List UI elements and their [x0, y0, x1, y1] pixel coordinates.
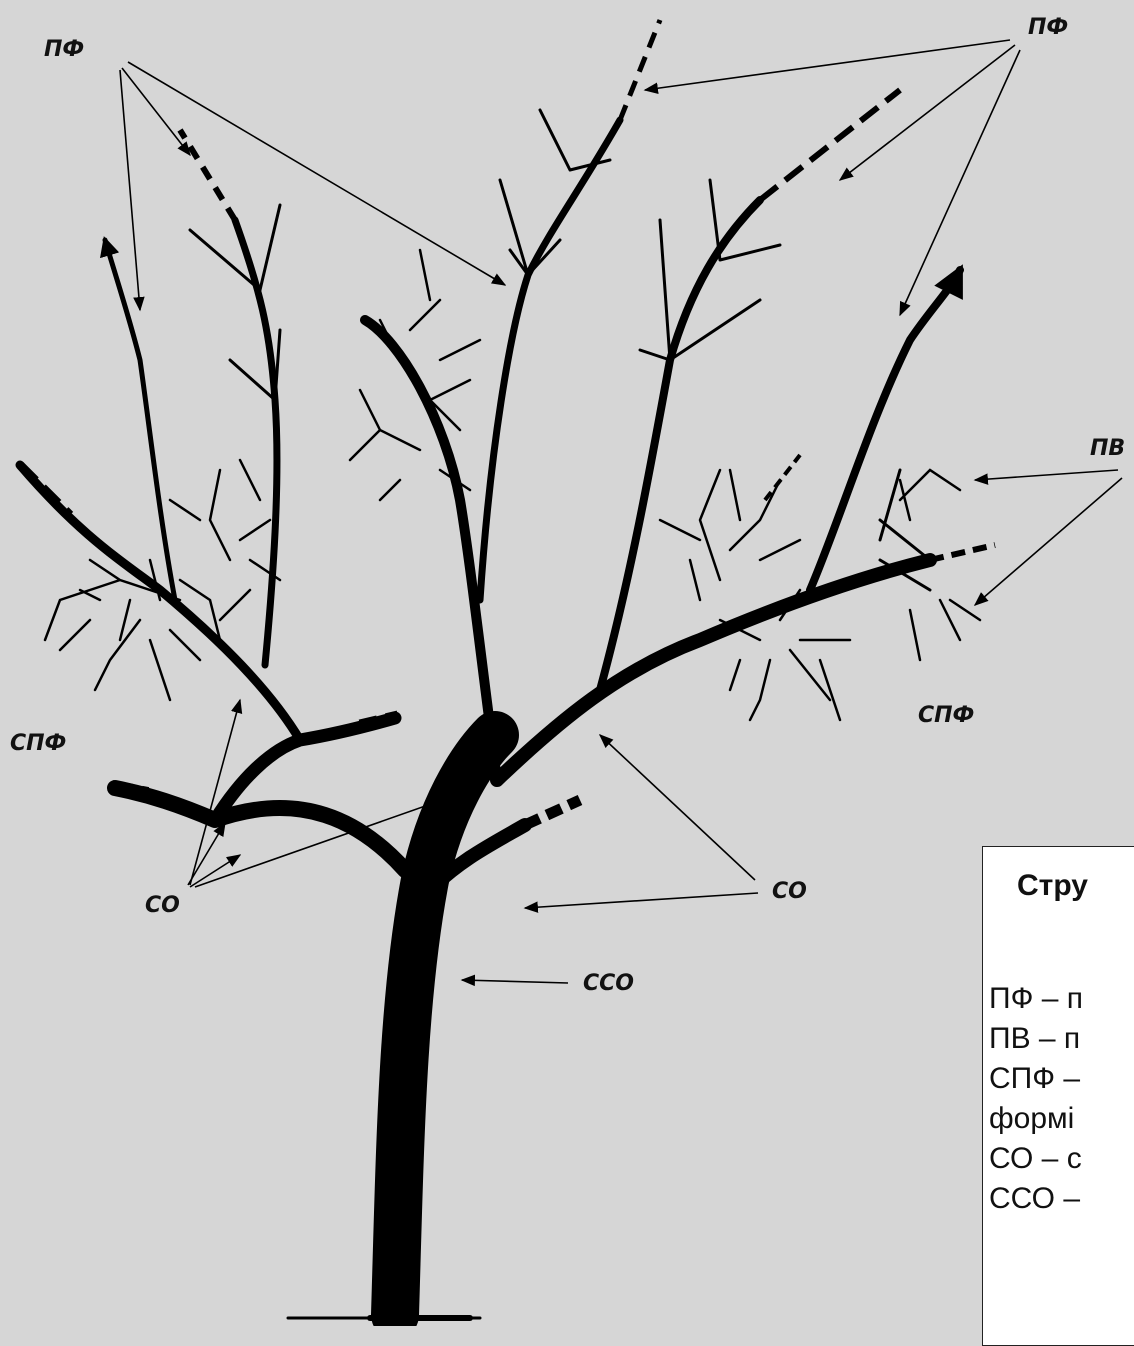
label-sso: ССО	[583, 971, 634, 996]
dashed-continuations	[20, 20, 995, 825]
legend-title: Стру	[1017, 869, 1088, 903]
label-pf-right: ПФ	[1028, 15, 1068, 40]
label-pf-left: ПФ	[44, 37, 84, 62]
legend-item: СО – с	[989, 1139, 1083, 1179]
legend-item: формі	[989, 1099, 1083, 1139]
legend-item: ПФ – п	[989, 979, 1083, 1019]
legend-item: СПФ –	[989, 1059, 1083, 1099]
pointer-arrows	[120, 40, 1122, 983]
label-spf-left: СПФ	[10, 731, 66, 756]
label-pv: ПВ	[1090, 436, 1125, 461]
tree-trunk-and-scaffold	[20, 110, 960, 1318]
label-so-right: СО	[772, 879, 807, 904]
label-spf-right: СПФ	[918, 703, 974, 728]
label-so-left: СО	[145, 893, 180, 918]
legend-item: ПВ – п	[989, 1019, 1083, 1059]
legend-item: ССО –	[989, 1179, 1083, 1219]
